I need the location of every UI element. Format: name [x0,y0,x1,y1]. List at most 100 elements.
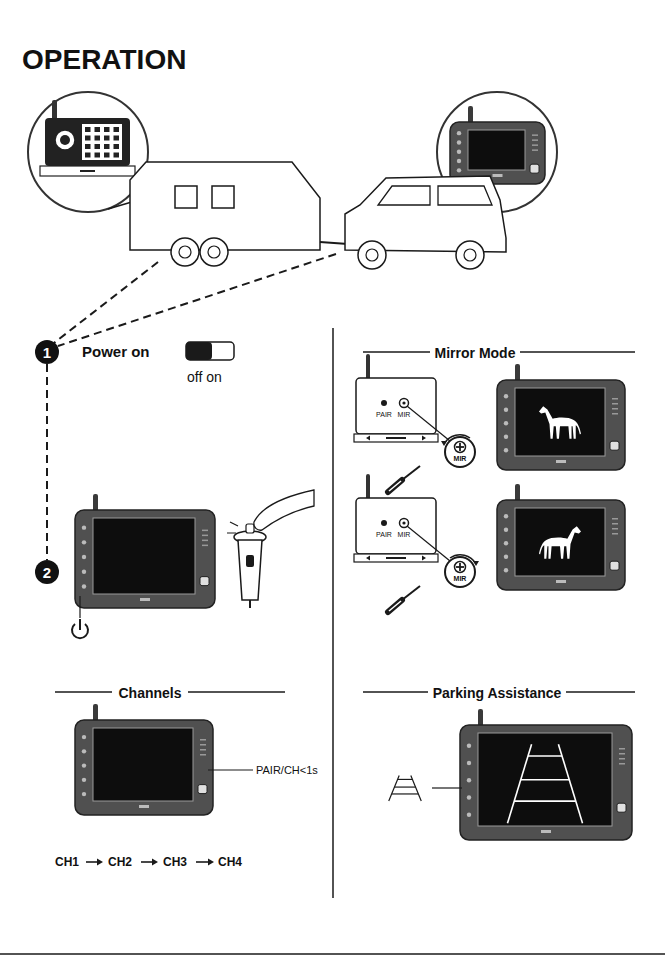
connector-group [47,364,48,560]
ir-led [114,136,120,141]
speaker-slot [200,749,206,751]
speaker-slot [612,533,618,535]
dashed-connector [46,364,48,560]
speaker-slot [200,744,206,746]
button-label: PAIR [376,411,392,418]
plus-v [459,563,461,571]
ir-led [85,144,91,149]
monitor-screen [515,388,605,456]
ir-led [114,153,120,158]
monitor-knob [617,803,626,812]
bracket-mark [386,557,406,559]
monitor-logo [556,580,566,583]
monitor-button [467,813,471,817]
camera-bracket [354,554,438,562]
speaker-slot [619,758,625,760]
camera-housing [356,498,436,554]
monitor-screen [93,518,195,594]
monitor-button [504,555,508,559]
switch-label: off on [187,370,222,384]
wheel-hub [366,249,378,261]
base-mark [80,170,95,172]
screwdriver-handle [388,480,402,492]
speaker-slot [532,134,538,136]
wheel [200,238,228,266]
ir-led [104,127,110,132]
header-rule [363,691,428,693]
page-title: OPERATION [22,46,186,74]
section-heading: Mirror Mode [435,346,516,360]
switch-off-half [186,342,212,360]
monitor-knob [198,785,207,794]
monitor-button [504,408,508,412]
icon-label: MIR [454,575,467,582]
button-leader [208,769,253,770]
pair-button [381,400,387,406]
power-icon-bar [79,619,81,630]
bracket-mark [386,437,406,439]
ir-led [85,127,91,132]
sequence-head [152,859,158,866]
ir-led [104,153,110,158]
ir-led [95,127,101,132]
speaker-slot [200,739,206,741]
wheel-hub [464,249,476,261]
sequence-arrow [196,861,210,863]
guide-bar [514,800,576,802]
monitor-button [467,744,471,748]
wheel [171,238,199,266]
monitor-screen [93,728,193,801]
wheel-hub [208,246,220,258]
channel-label: CH4 [218,856,242,868]
monitor-logo [140,598,150,601]
monitor-button [504,394,508,398]
plug-tip [249,600,251,608]
rotation-arc [444,435,470,444]
speaker-slot [619,763,625,765]
ir-led [95,153,101,158]
monitor-logo [139,805,149,808]
monitor-logo [541,830,551,833]
car-window [438,186,492,205]
monitor-button [82,792,86,796]
horse-silhouette [539,526,581,559]
monitor-screen [478,733,612,826]
ir-led [104,136,110,141]
speaker-slot [532,149,538,151]
speaker-slot [202,530,208,532]
speaker-slot [202,545,208,547]
button-label: PAIR [376,531,392,538]
trailer-body [130,162,320,250]
bracket-arrow [366,436,426,441]
monitor-body [75,510,215,608]
section-heading: Parking Assistance [433,686,562,700]
ir-panel [82,124,122,160]
camera-bracket [354,434,438,442]
wheel [358,241,386,269]
camera-lens [60,135,70,145]
camera-housing [356,378,436,434]
camera-front [45,118,130,166]
monitor-body [450,122,545,184]
monitor [497,364,625,470]
monitor-button [82,525,86,529]
guide-bar [521,779,570,781]
monitor-button [504,528,508,532]
section-divider [332,328,334,898]
monitor-button [504,541,508,545]
monitor-button [504,421,508,425]
monitor-body [75,720,213,815]
header-rule [566,691,635,693]
header-rule [520,351,635,353]
screwdriver-grip [389,601,401,611]
monitor-body [497,500,625,590]
monitor-button [504,448,508,452]
illustration-group [0,92,665,954]
page-rule [0,953,665,955]
monitor-knob [610,561,619,570]
speaker-slot [612,518,618,520]
monitor-button [82,749,86,753]
monitor-button [457,159,461,163]
sequence-head [97,859,103,866]
